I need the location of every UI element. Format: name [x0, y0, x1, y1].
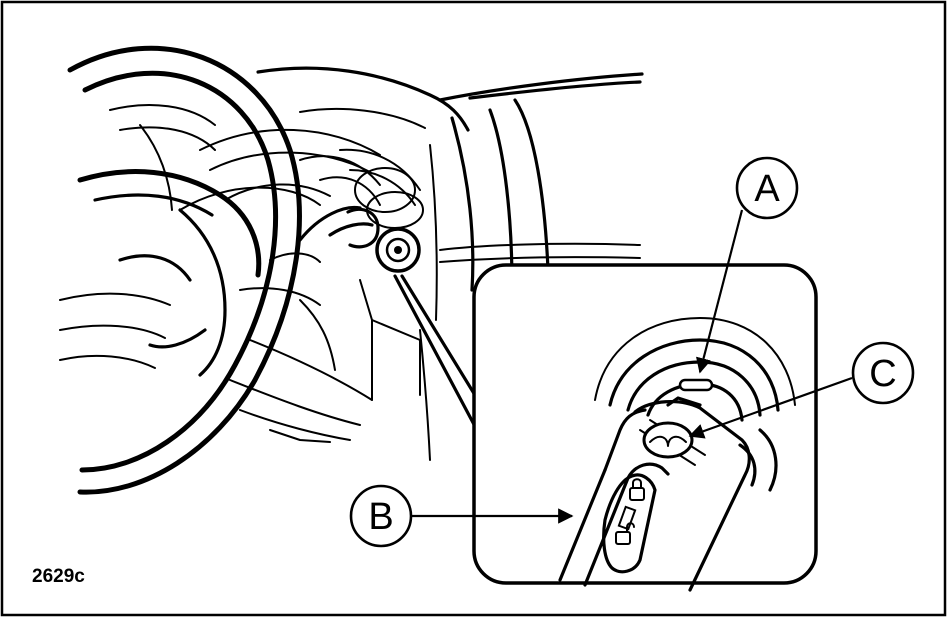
callout-b: B	[349, 484, 413, 548]
steering-wheel	[59, 45, 302, 495]
lock-button-icon	[629, 478, 645, 501]
ignition-switch-marker	[375, 227, 421, 273]
callout-c-arrow	[688, 376, 853, 439]
callout-a-arrow	[696, 209, 744, 374]
callout-c: C	[851, 341, 915, 405]
callout-b-label: B	[368, 496, 393, 538]
key-slot-indicator	[678, 378, 714, 392]
callout-a-label: A	[754, 168, 780, 210]
figure-id-label: 2629c	[32, 566, 85, 587]
callout-c-label: C	[869, 353, 896, 395]
callout-a: A	[735, 156, 799, 220]
unlock-button-icon	[615, 522, 635, 545]
dashboard-outline	[256, 66, 644, 461]
fob-logo-emblem	[642, 421, 694, 459]
steering-column	[229, 205, 421, 443]
detail-leader-lines	[393, 274, 480, 434]
fob-button-divider	[617, 505, 637, 531]
